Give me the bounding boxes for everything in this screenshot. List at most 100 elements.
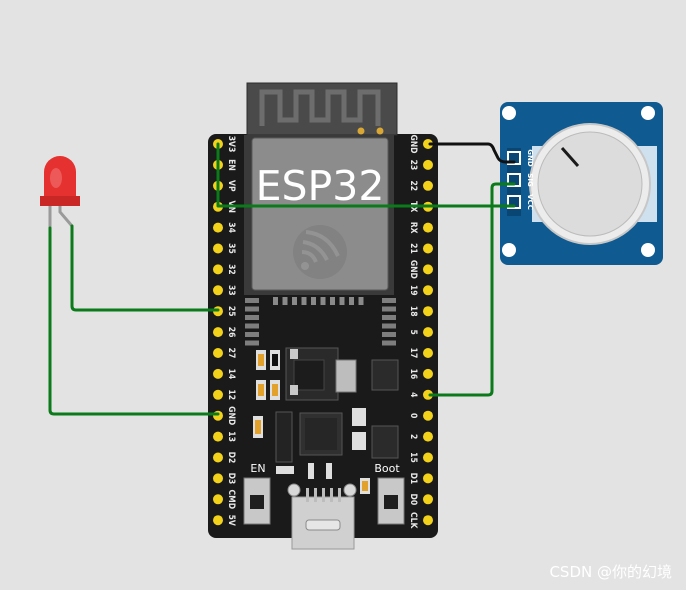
right-pin-label: 17 — [408, 348, 418, 359]
left-pin-label: CMD — [226, 490, 236, 510]
module-pad — [382, 315, 396, 320]
module-pad — [245, 306, 259, 312]
right-pin-label: D1 — [408, 473, 418, 485]
mount-hole — [641, 106, 655, 120]
red-led[interactable] — [40, 156, 80, 228]
right-pin-18[interactable] — [423, 306, 433, 317]
left-pin-33[interactable] — [213, 285, 223, 296]
right-pin-19[interactable] — [423, 285, 433, 296]
right-pin-label: 2 — [408, 434, 418, 439]
boot-button[interactable] — [377, 477, 405, 525]
left-pin-12[interactable] — [213, 389, 223, 400]
module-pad — [330, 297, 335, 305]
left-pin-gnd[interactable] — [213, 410, 223, 421]
potentiometer-module[interactable]: GND SIG VCC — [500, 102, 663, 265]
mount-hole — [641, 243, 655, 257]
wire-led-cathode — [48, 226, 220, 416]
right-pin-21[interactable] — [423, 243, 433, 254]
en-button-label: EN — [250, 462, 265, 475]
module-pad — [245, 323, 259, 329]
module-pad — [382, 323, 396, 329]
left-pin-label: GND — [226, 406, 236, 425]
right-pin-label: 22 — [408, 180, 418, 191]
pot-pin-gnd-label: GND — [526, 149, 534, 167]
right-pin-0[interactable] — [423, 410, 433, 421]
left-pin-d3[interactable] — [213, 473, 223, 484]
module-pad — [320, 297, 326, 305]
right-pin-22[interactable] — [423, 180, 433, 191]
left-pin-label: 13 — [226, 431, 236, 442]
right-pin-label: 16 — [408, 369, 418, 380]
left-pin-13[interactable] — [213, 431, 223, 442]
boot-button-label: Boot — [374, 462, 400, 475]
left-pin-34[interactable] — [213, 222, 223, 233]
left-pin-label: 14 — [226, 369, 236, 380]
wire-sig — [428, 182, 516, 397]
module-pad — [273, 297, 278, 305]
usb-connector — [287, 483, 357, 550]
right-pin-d0[interactable] — [423, 494, 433, 505]
right-pin-d1[interactable] — [423, 473, 433, 484]
module-pad — [382, 298, 396, 303]
espressif-logo — [293, 225, 347, 279]
left-pin-5v[interactable] — [213, 515, 223, 526]
pot-pin-sig-label: SIG — [526, 173, 534, 187]
right-pin-rx[interactable] — [423, 222, 433, 233]
left-pin-label: EN — [226, 159, 236, 171]
esp32-title: ESP32 — [256, 162, 385, 210]
left-pin-27[interactable] — [213, 348, 223, 358]
left-pin-26[interactable] — [213, 327, 223, 338]
right-pin-label: 19 — [408, 285, 418, 296]
esp32-board[interactable]: ESP32 — [208, 82, 438, 550]
watermark: CSDN @你的幻境 — [549, 563, 672, 581]
module-pad — [292, 297, 297, 305]
left-pin-label: D2 — [226, 452, 236, 464]
right-pin-2[interactable] — [423, 431, 433, 442]
module-pad — [382, 306, 396, 312]
left-pin-label: 35 — [226, 243, 236, 254]
right-pin-label: 15 — [408, 452, 418, 463]
module-pad — [245, 332, 259, 337]
right-pin-gnd[interactable] — [423, 264, 433, 275]
module-pad — [358, 297, 364, 305]
wire-led-anode — [70, 224, 220, 312]
right-pin-label: 0 — [408, 413, 418, 418]
right-pin-label: 18 — [408, 306, 418, 317]
module-pad — [311, 297, 316, 305]
pot-pin-vcc-label: VCC — [526, 194, 534, 210]
left-pin-label: 32 — [226, 264, 236, 275]
left-pin-14[interactable] — [213, 368, 223, 379]
left-pin-d2[interactable] — [213, 452, 223, 463]
right-pin-clk[interactable] — [423, 515, 433, 526]
module-pad — [245, 298, 259, 303]
right-pin-16[interactable] — [423, 368, 433, 379]
left-pin-label: 26 — [226, 327, 236, 338]
right-pin-23[interactable] — [423, 159, 433, 170]
right-pin-15[interactable] — [423, 452, 433, 463]
mount-hole — [502, 106, 516, 120]
right-pin-17[interactable] — [423, 348, 433, 358]
antenna-trace — [259, 89, 381, 126]
board-components — [253, 347, 399, 494]
left-pin-label: 3V3 — [226, 136, 236, 153]
module-pad — [245, 340, 259, 346]
right-pin-label: GND — [408, 260, 418, 279]
left-pin-label: 27 — [226, 348, 236, 359]
left-pin-label: 12 — [226, 389, 236, 400]
right-pin-label: D0 — [408, 493, 418, 505]
left-pin-32[interactable] — [213, 264, 223, 275]
left-pin-cmd[interactable] — [213, 494, 223, 505]
module-pads — [245, 297, 396, 346]
right-pin-label: 21 — [408, 243, 418, 254]
left-pin-label: 33 — [226, 285, 236, 296]
right-pin-gnd[interactable] — [423, 139, 433, 149]
left-pin-35[interactable] — [213, 243, 223, 254]
wires — [48, 142, 516, 416]
right-pin-4[interactable] — [423, 389, 433, 400]
right-pin-5[interactable] — [423, 327, 433, 338]
en-button[interactable] — [243, 477, 271, 525]
left-pin-label: 34 — [226, 222, 236, 233]
module-pad — [382, 332, 396, 337]
pot-knob[interactable] — [537, 131, 643, 237]
